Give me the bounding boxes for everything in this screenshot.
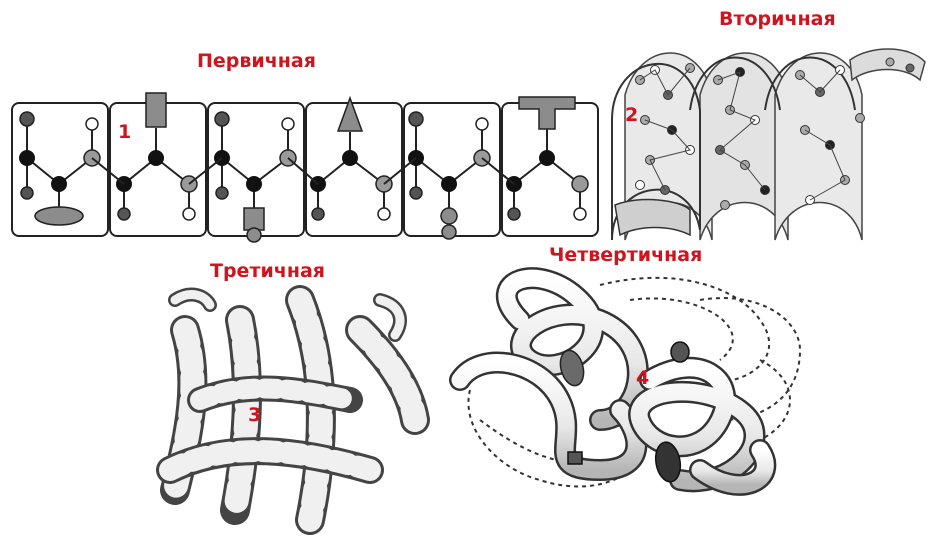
secondary-structure-number: 2: [625, 104, 638, 126]
secondary-structure-label: Вторичная: [719, 8, 836, 30]
amino-acid-unit: [306, 98, 402, 236]
secondary-structure-helix: [612, 49, 925, 240]
heme-group: [568, 452, 582, 464]
quaternary-structure-label: Четвертичная: [549, 244, 702, 266]
quaternary-structure: [460, 278, 800, 487]
primary-structure-number: 1: [118, 121, 131, 143]
amino-acid-unit: [502, 97, 598, 236]
amino-acid-unit: [110, 93, 206, 236]
amino-acid-unit: [12, 103, 108, 236]
amino-acid-unit: [208, 103, 304, 242]
quaternary-structure-number: 4: [636, 367, 649, 389]
heme-group: [671, 342, 689, 362]
tertiary-structure: [170, 295, 415, 520]
primary-structure-label: Первичная: [197, 50, 316, 72]
tertiary-structure-number: 3: [248, 404, 261, 426]
tertiary-structure-label: Третичная: [210, 260, 325, 282]
amino-acid-unit: [404, 103, 500, 239]
primary-structure: [12, 93, 598, 242]
